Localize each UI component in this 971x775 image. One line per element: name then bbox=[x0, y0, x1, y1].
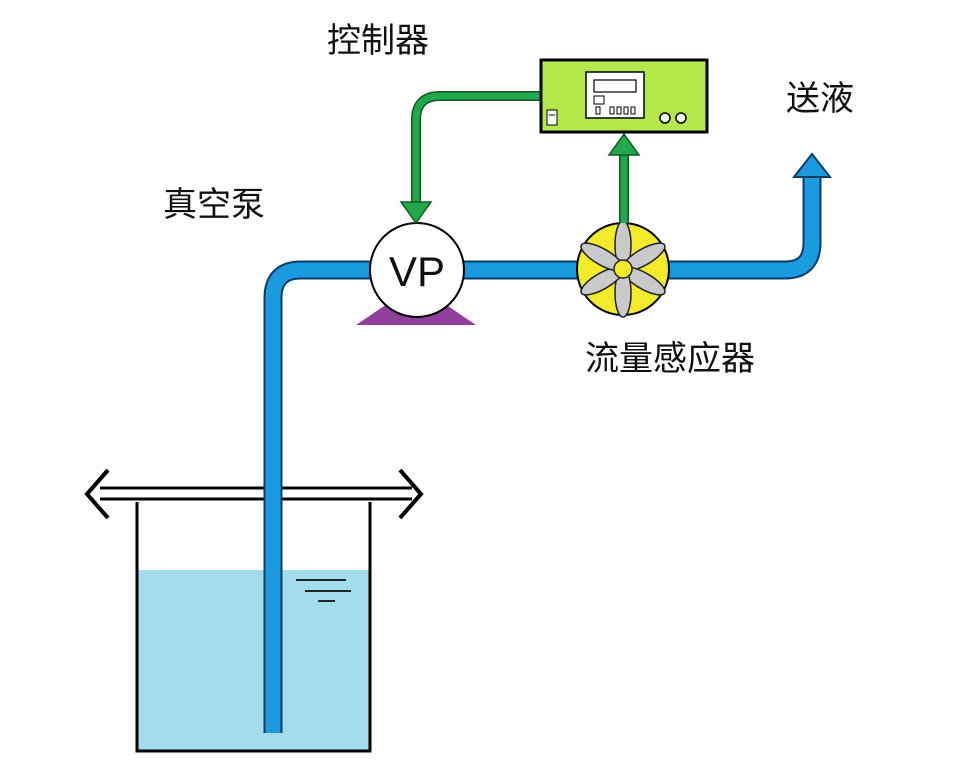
vacuum-pump-label: 真空泵 bbox=[163, 185, 265, 225]
beaker-lid-double-arrow bbox=[84, 468, 424, 520]
signal-arrowhead-down-icon bbox=[399, 201, 433, 225]
delivery-arrow-icon bbox=[791, 152, 833, 178]
pump-symbol-label: VP bbox=[389, 248, 445, 295]
beaker-liquid bbox=[137, 570, 370, 751]
beaker-icon bbox=[135, 502, 372, 753]
flow-sensor-label: 流量感应器 bbox=[585, 339, 755, 379]
delivery-label: 送液 bbox=[786, 79, 854, 119]
controller-device-icon bbox=[539, 58, 709, 134]
suction-pipe bbox=[265, 262, 380, 733]
liquid-surface-lines bbox=[296, 579, 351, 602]
controller-label: 控制器 bbox=[327, 21, 429, 61]
delivery-pipe bbox=[660, 175, 820, 278]
vacuum-pump-icon bbox=[369, 222, 465, 318]
controller-to-pump-signal bbox=[412, 92, 541, 205]
signal-arrowhead-up-icon bbox=[607, 132, 641, 156]
flow-sensor-fan-icon bbox=[576, 220, 670, 318]
